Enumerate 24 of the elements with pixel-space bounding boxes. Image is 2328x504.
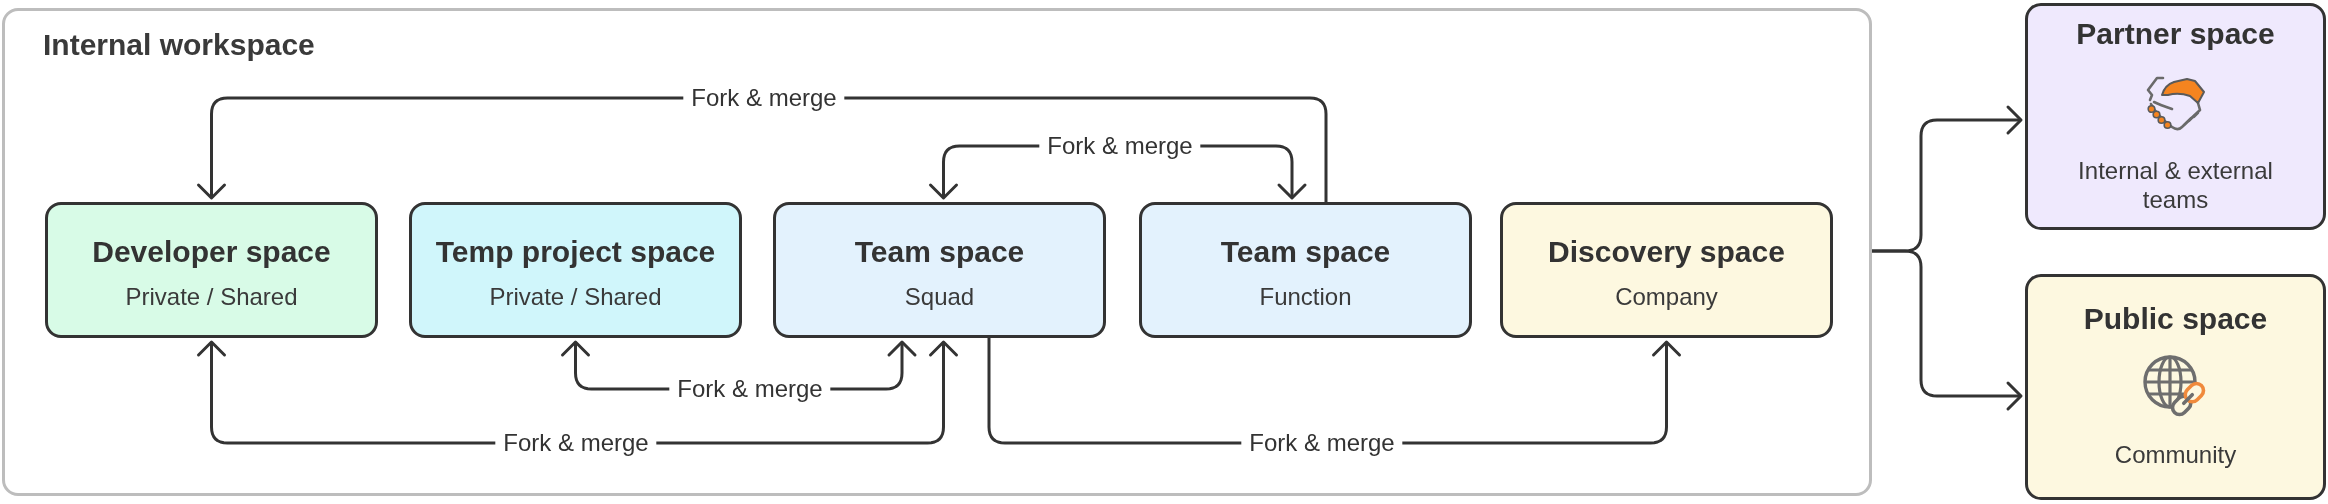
group-container — [2, 8, 1872, 496]
node-subtitle: Company — [1615, 282, 1718, 311]
arrow — [1872, 249, 2023, 411]
node-title: Partner space — [2076, 16, 2275, 52]
node-description: Community — [2114, 440, 2237, 469]
rounded-box — [409, 202, 742, 338]
node-title: Discovery space — [1548, 234, 1785, 270]
node-title: Temp project space — [435, 234, 716, 270]
node-subtitle: Private / Shared — [125, 282, 298, 311]
rounded-box — [1500, 202, 1833, 338]
rounded-box — [773, 202, 1106, 338]
node-title: Team space — [1220, 234, 1391, 270]
rounded-box — [1139, 202, 1472, 338]
node-title: Team space — [854, 234, 1025, 270]
group-title: Internal workspace — [43, 27, 315, 63]
node-title: Public space — [2083, 301, 2268, 337]
node-subtitle: Function — [1259, 282, 1352, 311]
node-title: Developer space — [92, 234, 331, 270]
rounded-box — [45, 202, 378, 338]
node-description: Internal & external teams — [2077, 156, 2274, 214]
node-subtitle: Squad — [904, 282, 975, 311]
node-subtitle: Private / Shared — [489, 282, 662, 311]
rounded-box — [2025, 3, 2326, 230]
rounded-box — [2025, 274, 2326, 500]
